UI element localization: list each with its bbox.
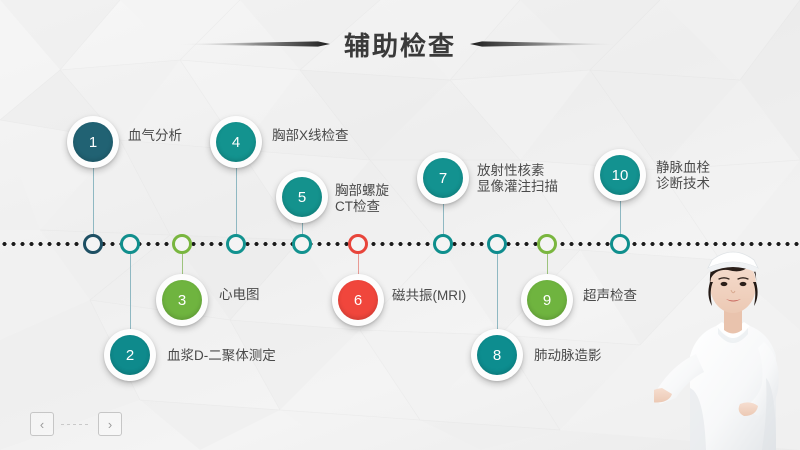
timeline-label-7: 放射性核素 显像灌注扫描	[477, 163, 558, 194]
timeline-label-5: 胸部螺旋 CT检查	[335, 183, 389, 214]
timeline-node-8-number: 8	[477, 335, 517, 375]
timeline-marker-6[interactable]	[348, 234, 368, 254]
timeline-label-10: 静脉血栓 诊断技术	[656, 160, 710, 191]
timeline-marker-8[interactable]	[487, 234, 507, 254]
title-decoration-right	[470, 37, 630, 51]
timeline-node-8[interactable]: 8	[471, 329, 523, 381]
timeline-node-6[interactable]: 6	[332, 274, 384, 326]
timeline-marker-1[interactable]	[83, 234, 103, 254]
connector-stem-1	[93, 168, 94, 244]
timeline-marker-4[interactable]	[226, 234, 246, 254]
timeline-label-4: 胸部X线检查	[272, 128, 349, 143]
timeline-node-7-number: 7	[423, 158, 463, 198]
connector-stem-8	[497, 244, 498, 355]
timeline-label-9: 超声检查	[583, 288, 637, 303]
timeline-node-3-number: 3	[162, 280, 202, 320]
title-decoration-left	[169, 37, 330, 51]
timeline-marker-2[interactable]	[120, 234, 140, 254]
timeline-label-2: 血浆D-二聚体测定	[167, 348, 276, 363]
timeline-node-5[interactable]: 5	[276, 171, 328, 223]
page-title: 辅助检查	[343, 30, 456, 61]
connector-stem-9	[547, 244, 548, 300]
timeline-node-4[interactable]: 4	[210, 116, 262, 168]
timeline-marker-10[interactable]	[610, 234, 630, 254]
timeline-label-1: 血气分析	[128, 128, 182, 143]
timeline-node-1[interactable]: 1	[67, 116, 119, 168]
timeline-label-8: 肺动脉造影	[534, 348, 602, 363]
timeline-node-10[interactable]: 10	[594, 149, 646, 201]
slide-navigation: ‹ ›	[30, 409, 122, 439]
connector-stem-7	[443, 204, 444, 244]
timeline-node-5-number: 5	[282, 177, 322, 217]
nav-divider	[61, 423, 91, 425]
timeline-marker-7[interactable]	[433, 234, 453, 254]
connector-stem-3	[182, 244, 183, 300]
connector-stem-10	[620, 201, 621, 244]
timeline-axis	[0, 238, 800, 250]
timeline-node-9[interactable]: 9	[521, 274, 573, 326]
connector-stem-4	[236, 168, 237, 244]
timeline-node-7[interactable]: 7	[417, 152, 469, 204]
timeline-marker-5[interactable]	[292, 234, 312, 254]
timeline-node-2-number: 2	[110, 335, 150, 375]
slide-title-bar: 辅助检查	[0, 22, 800, 66]
timeline-node-2[interactable]: 2	[104, 329, 156, 381]
next-slide-button[interactable]: ›	[98, 412, 122, 436]
timeline-node-6-number: 6	[338, 280, 378, 320]
timeline-node-4-number: 4	[216, 122, 256, 162]
timeline-marker-3[interactable]	[172, 234, 192, 254]
timeline-label-3: 心电图	[219, 287, 260, 302]
prev-slide-button[interactable]: ‹	[30, 412, 54, 436]
connector-stem-2	[130, 244, 131, 355]
timeline-dotted-line	[0, 241, 800, 247]
timeline-node-1-number: 1	[73, 122, 113, 162]
timeline-node-10-number: 10	[600, 155, 640, 195]
timeline-node-3[interactable]: 3	[156, 274, 208, 326]
timeline-marker-9[interactable]	[537, 234, 557, 254]
connector-stem-6	[358, 244, 359, 300]
nurse-photo	[654, 251, 779, 450]
timeline-label-6: 磁共振(MRI)	[392, 288, 467, 303]
timeline-node-9-number: 9	[527, 280, 567, 320]
